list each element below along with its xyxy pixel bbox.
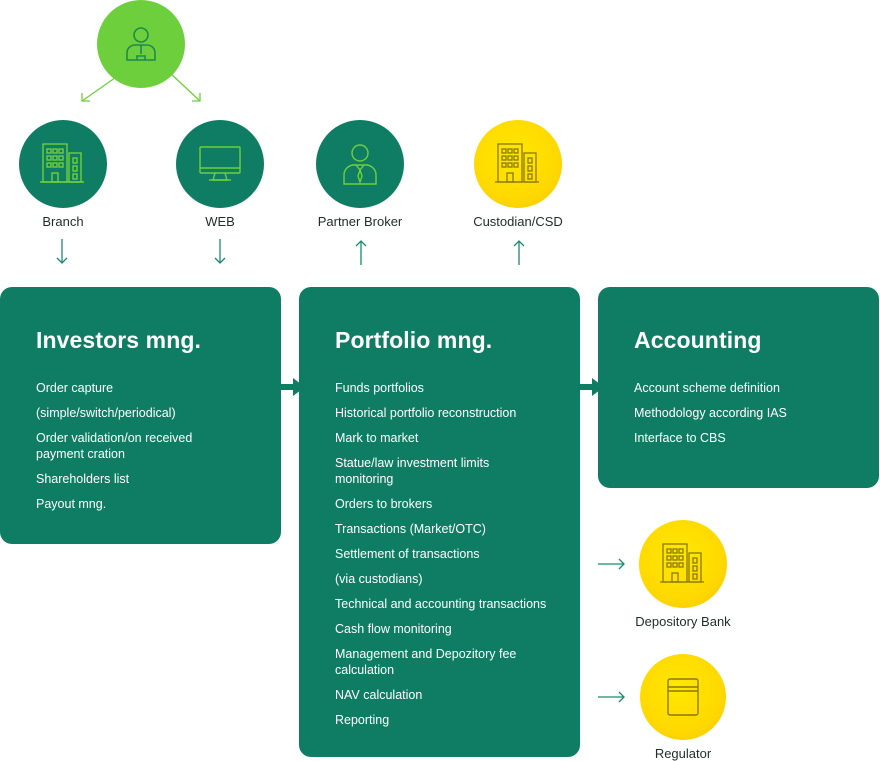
list-item: Transactions (Market/OTC) [335, 522, 486, 536]
list-item: Interface to CBS [634, 431, 726, 445]
list-item: Payout mng. [36, 497, 107, 511]
list-item: NAV calculation [335, 688, 423, 702]
list-item: Methodology according IAS [634, 406, 787, 420]
investors-list: Order capture (simple/switch/periodical)… [36, 380, 261, 512]
investor-circle [97, 0, 185, 88]
list-item: Cash flow monitoring [335, 622, 452, 636]
regulator-node: Regulator [628, 654, 738, 761]
document-icon [667, 678, 699, 716]
list-item: (via custodians) [335, 572, 423, 586]
building-icon [660, 543, 704, 583]
web-down-arrow [214, 239, 226, 264]
custodian-label: Custodian/CSD [473, 214, 563, 229]
partner-broker-circle [316, 120, 404, 208]
portfolio-title: Portfolio mng. [335, 327, 493, 353]
list-item: Management and Depozitory fee calculatio… [335, 647, 517, 677]
list-item: Technical and accounting transactions [335, 597, 547, 611]
person-icon [126, 27, 156, 61]
accounting-title: Accounting [634, 327, 762, 353]
portfolio-to-depository-arrow [598, 558, 625, 570]
partner-broker-label: Partner Broker [317, 214, 403, 229]
list-item: Account scheme definition [634, 381, 780, 395]
businessman-icon [343, 144, 377, 185]
broker-up-arrow [355, 240, 367, 265]
list-item: Statue/law investment limits monitoring [335, 456, 490, 486]
list-item: Order validation/on received payment cra… [36, 431, 193, 461]
portfolio-to-regulator-arrow [598, 691, 625, 703]
web-label: WEB [205, 214, 235, 229]
partner-broker-node: Partner Broker [310, 120, 410, 229]
accounting-card: Accounting Account scheme definition Met… [598, 287, 879, 488]
list-item: (simple/switch/periodical) [36, 406, 176, 420]
investor-node [96, 0, 186, 88]
depository-bank-label: Depository Bank [635, 614, 731, 629]
investors-card: Investors mng. Order capture (simple/swi… [0, 287, 281, 544]
branch-circle [19, 120, 107, 208]
portfolio-list: Funds portfolios Historical portfolio re… [335, 380, 564, 728]
list-item: Orders to brokers [335, 497, 433, 511]
branch-down-arrow [56, 239, 68, 264]
regulator-circle [640, 654, 726, 740]
custodian-circle [474, 120, 562, 208]
list-item: Historical portfolio reconstruction [335, 406, 517, 420]
investor-to-web-arrow [169, 72, 201, 102]
portfolio-card: Portfolio mng. Funds portfolios Historic… [299, 287, 580, 757]
list-item: Shareholders list [36, 472, 130, 486]
building-icon [495, 143, 539, 183]
list-item: Order capture [36, 381, 114, 395]
web-node: WEB [170, 120, 270, 229]
building-icon [40, 143, 84, 183]
monitor-icon [199, 146, 241, 181]
list-item: Mark to market [335, 431, 419, 445]
regulator-label: Regulator [654, 746, 712, 761]
custodian-node: Custodian/CSD [468, 120, 568, 229]
branch-label: Branch [42, 214, 84, 229]
list-item: Funds portfolios [335, 381, 424, 395]
list-item: Settlement of transactions [335, 547, 480, 561]
list-item: Reporting [335, 713, 390, 727]
investor-to-branch-arrow [81, 72, 123, 102]
depository-bank-circle [639, 520, 727, 608]
branch-node: Branch [13, 120, 113, 229]
depository-bank-node: Depository Bank [628, 520, 738, 629]
web-circle [176, 120, 264, 208]
accounting-list: Account scheme definition Methodology ac… [634, 380, 863, 446]
custodian-up-arrow [513, 240, 525, 265]
investors-title: Investors mng. [36, 327, 201, 353]
